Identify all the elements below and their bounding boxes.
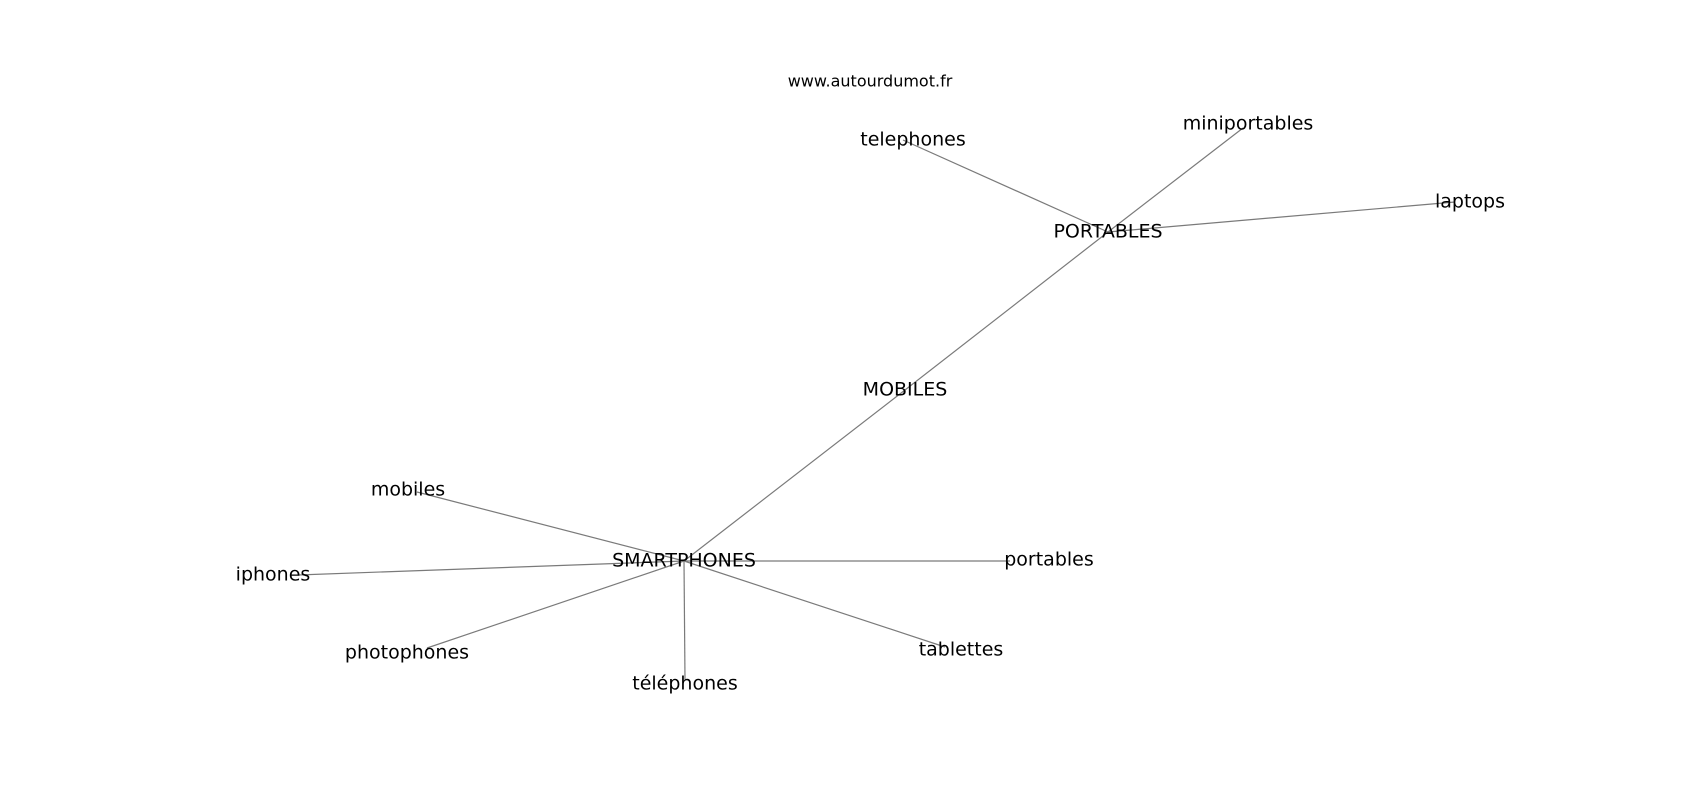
edge-smartphones-tablettes	[683, 560, 946, 648]
node-iphones[interactable]: iphones	[236, 564, 311, 586]
edge-smartphones-iphones	[297, 560, 685, 576]
edge-portables-miniportables	[1107, 127, 1244, 233]
node-tablettes[interactable]: tablettes	[919, 639, 1004, 661]
edge-mobiles-smartphones	[683, 389, 906, 562]
node-portables[interactable]: PORTABLES	[1053, 221, 1162, 243]
node-smartphones[interactable]: SMARTPHONES	[612, 550, 756, 572]
node-telephones-acc[interactable]: téléphones	[632, 673, 737, 695]
node-laptops[interactable]: laptops	[1435, 191, 1505, 213]
edge-smartphones-mobiles	[416, 491, 685, 562]
node-mobiles[interactable]: mobiles	[371, 479, 445, 501]
edge-smartphones-photophones	[426, 560, 685, 649]
node-miniportables[interactable]: miniportables	[1183, 113, 1314, 135]
node-portables[interactable]: portables	[1004, 549, 1094, 571]
edge-portables-mobiles	[904, 231, 1109, 391]
node-mobiles[interactable]: MOBILES	[863, 379, 948, 401]
node-photophones[interactable]: photophones	[345, 642, 469, 664]
edge-portables-laptops	[1107, 201, 1456, 233]
watermark: www.autourdumot.fr	[788, 72, 953, 91]
edge-portables-telephones_fr	[902, 139, 1109, 233]
edge-smartphones-telephones_acc	[683, 560, 686, 681]
edges-layer	[297, 127, 1456, 681]
node-telephones-fr[interactable]: telephones	[860, 129, 965, 151]
